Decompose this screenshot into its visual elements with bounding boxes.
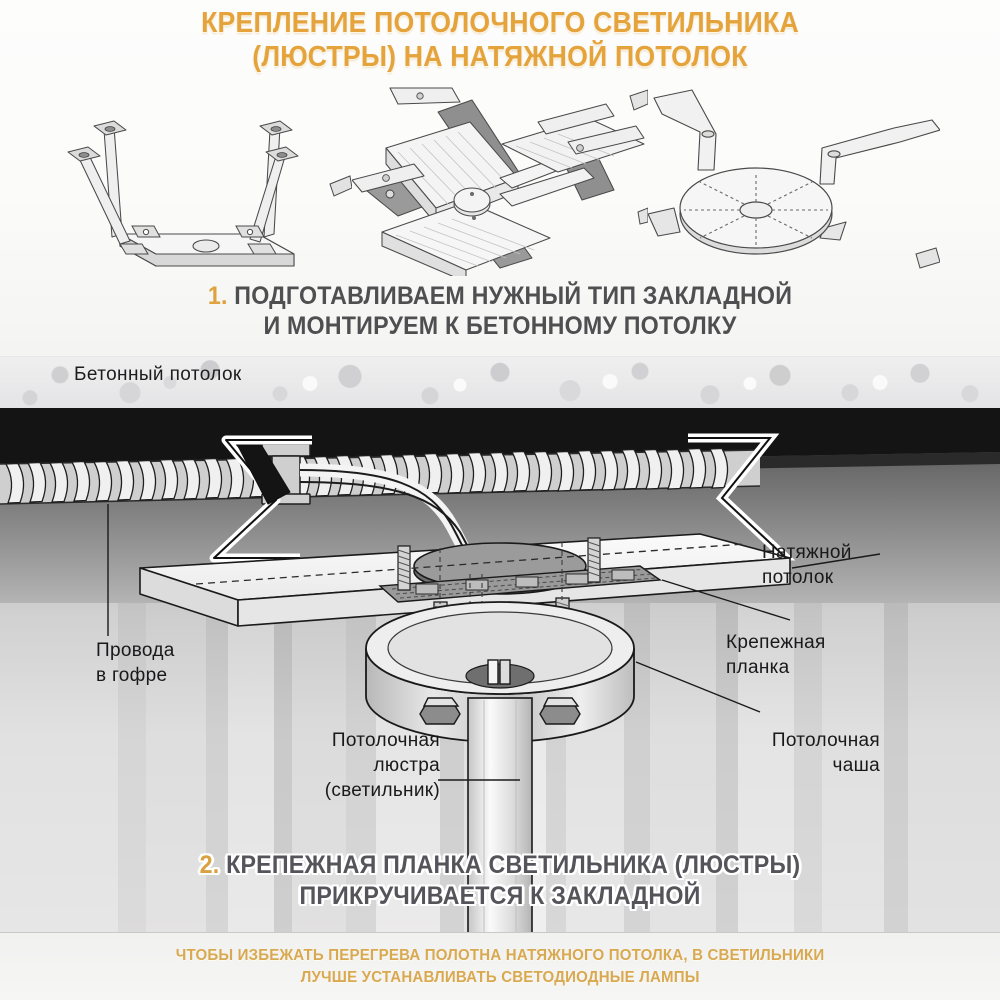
- step-2-line-1: 2. КРЕПЕЖНАЯ ПЛАНКА СВЕТИЛЬНИКА (ЛЮСТРЫ): [35, 850, 965, 881]
- footer-note: ЧТОБЫ ИЗБЕЖАТЬ ПЕРЕГРЕВА ПОЛОТНА НАТЯЖНО…: [0, 932, 1000, 1000]
- figure-row: [0, 86, 1000, 276]
- label-chandelier-line-2: люстра: [373, 755, 440, 776]
- step-1-caption: 1. ПОДГОТАВЛИВАЕМ НУЖНЫЙ ТИП ЗАКЛАДНОЙ И…: [0, 281, 1000, 341]
- top-section: КРЕПЛЕНИЕ ПОТОЛОЧНОГО СВЕТИЛЬНИКА (ЛЮСТР…: [0, 0, 1000, 356]
- label-mounting-bar-line-1: Крепежная: [726, 632, 826, 653]
- label-ceiling-cup-line-1: Потолочная: [771, 730, 880, 751]
- figure-square-platform-with-legs: [62, 86, 352, 276]
- label-concrete-ceiling: Бетонный потолок: [74, 364, 242, 385]
- label-stretch-ceiling-line-2: потолок: [762, 567, 834, 588]
- label-wires-line-1: Провода: [96, 640, 175, 661]
- step-2-line-2: ПРИКРУЧИВАЕТСЯ К ЗАКЛАДНОЙ: [299, 882, 701, 910]
- step-1-line-1: 1. ПОДГОТАВЛИВАЕМ НУЖНЫЙ ТИП ЗАКЛАДНОЙ: [35, 281, 965, 311]
- label-chandelier-line-3: (светильник): [324, 780, 440, 801]
- footer-line-1: ЧТОБЫ ИЗБЕЖАТЬ ПЕРЕГРЕВА ПОЛОТНА НАТЯЖНО…: [175, 946, 825, 964]
- label-chandelier: Потолочная люстра (светильник): [210, 728, 440, 803]
- step-1-text-1: ПОДГОТАВЛИВАЕМ НУЖНЫЙ ТИП ЗАКЛАДНОЙ: [234, 282, 793, 310]
- label-stretch-ceiling: Натяжной потолок: [762, 540, 852, 590]
- label-wires-line-2: в гофре: [96, 665, 168, 686]
- main-cutaway-diagram: [0, 408, 1000, 933]
- label-ceiling-cup: Потолочная чаша: [700, 728, 880, 778]
- label-chandelier-line-1: Потолочная: [331, 730, 440, 751]
- step-2-number: 2.: [199, 851, 220, 879]
- poster-title: КРЕПЛЕНИЕ ПОТОЛОЧНОГО СВЕТИЛЬНИКА (ЛЮСТР…: [0, 6, 1000, 74]
- label-mounting-bar: Крепежная планка: [726, 630, 826, 680]
- concrete-ceiling-texture: [0, 356, 1000, 408]
- title-line-1: КРЕПЛЕНИЕ ПОТОЛОЧНОГО СВЕТИЛЬНИКА: [201, 7, 799, 39]
- step-1-number: 1.: [207, 282, 228, 310]
- label-ceiling-cup-line-2: чаша: [832, 755, 880, 776]
- title-line-2: (ЛЮСТРЫ) НА НАТЯЖНОЙ ПОТОЛОК: [252, 41, 748, 73]
- step-2-text-1: КРЕПЕЖНАЯ ПЛАНКА СВЕТИЛЬНИКА (ЛЮСТРЫ): [226, 851, 801, 879]
- step-2-caption: 2. КРЕПЕЖНАЯ ПЛАНКА СВЕТИЛЬНИКА (ЛЮСТРЫ)…: [0, 850, 1000, 912]
- label-mounting-bar-line-2: планка: [726, 657, 790, 678]
- label-wires-in-corrugation: Провода в гофре: [96, 638, 175, 688]
- figure-round-disc-mount: [648, 86, 940, 276]
- figure-cross-bracket-assembly: [352, 86, 648, 276]
- footer-line-2: ЛУЧШЕ УСТАНАВЛИВАТЬ СВЕТОДИОДНЫЕ ЛАМПЫ: [300, 968, 700, 986]
- label-stretch-ceiling-line-1: Натяжной: [762, 542, 852, 563]
- step-1-line-2: И МОНТИРУЕМ К БЕТОННОМУ ПОТОЛКУ: [263, 312, 737, 340]
